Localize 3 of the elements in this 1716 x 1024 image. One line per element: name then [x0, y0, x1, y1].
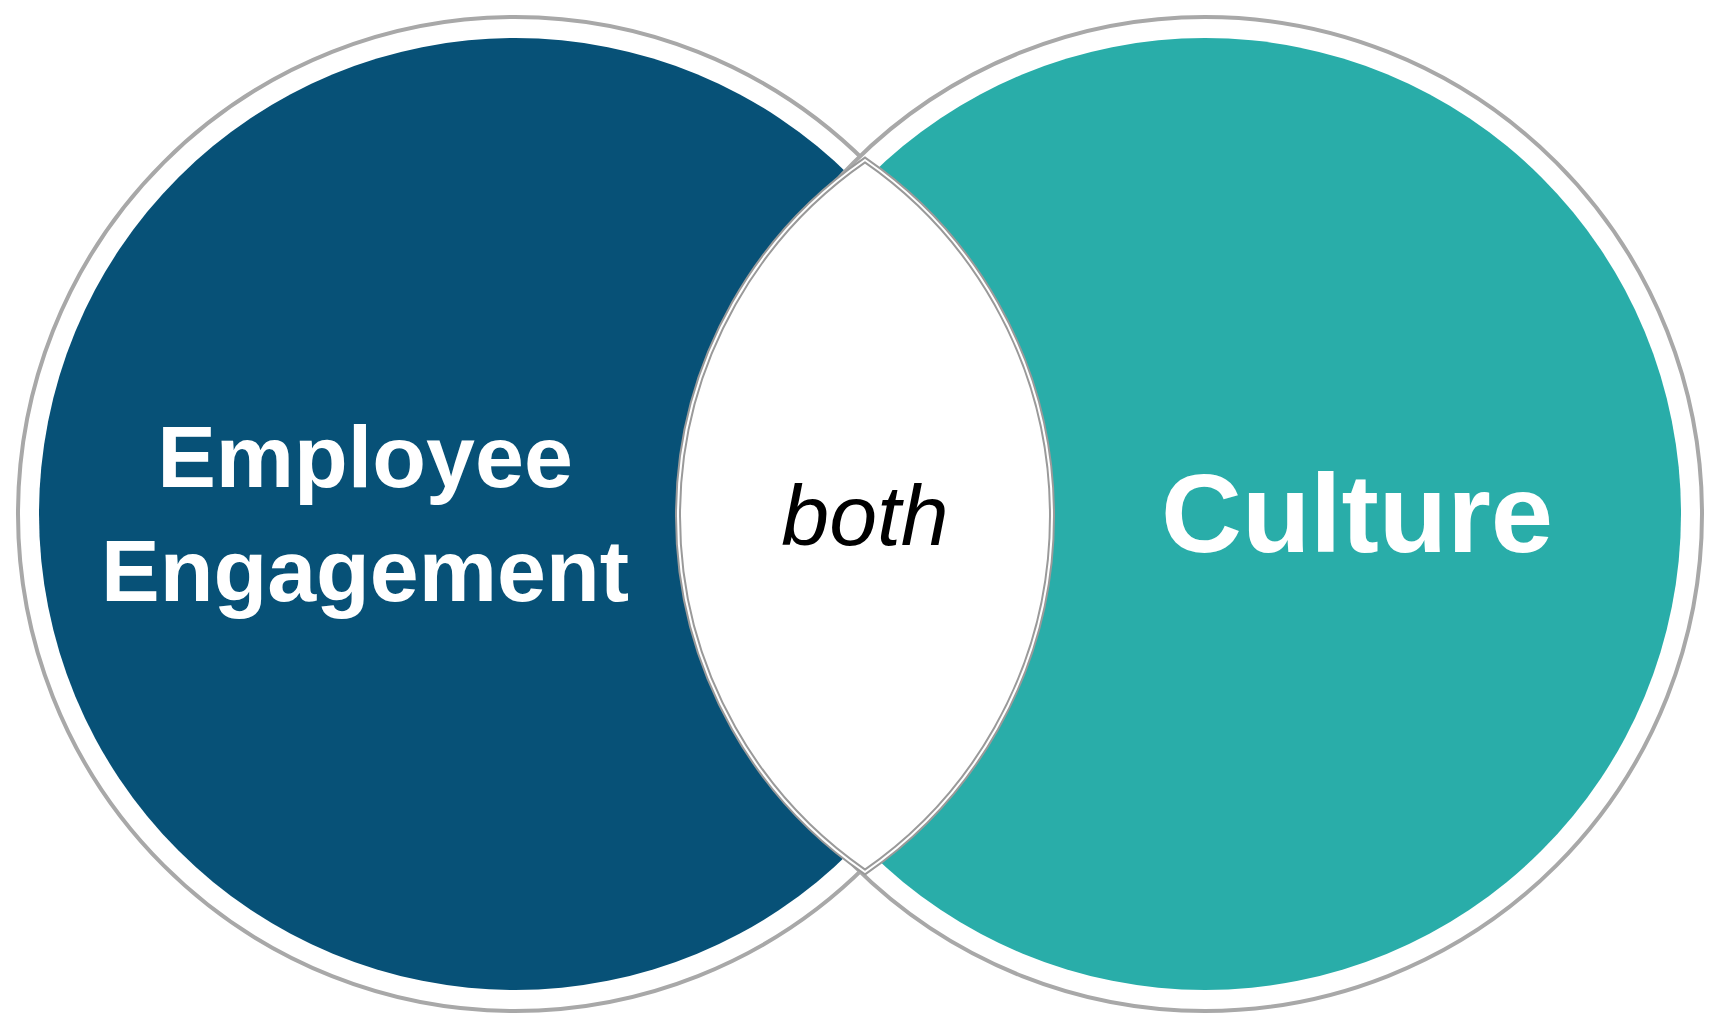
circle-label: Culture	[1160, 450, 1554, 579]
circle-label: Employee Engagement	[99, 405, 631, 622]
overlap-label: both	[780, 466, 950, 566]
